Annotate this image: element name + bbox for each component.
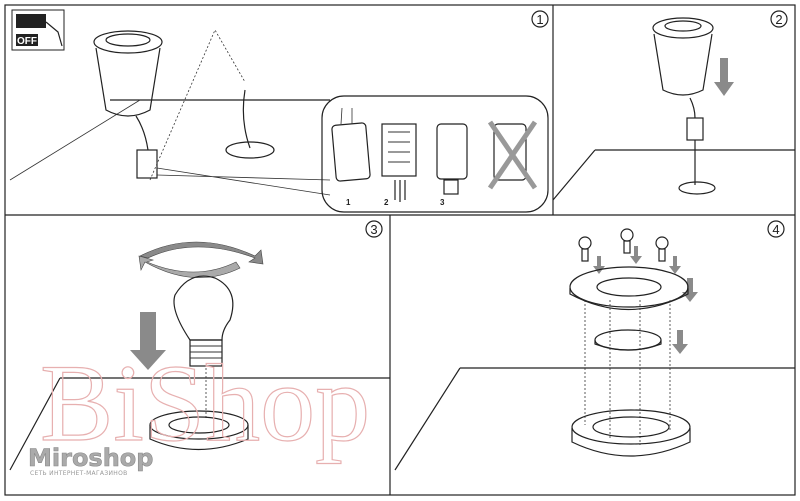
down-arrow-icons [593,246,698,354]
pointer-line [156,167,331,196]
floor-surface [9,99,330,181]
junction-box-callout: 1 2 3 [321,95,549,213]
lamp-ring [149,410,249,451]
ground-hole [225,89,275,159]
floor-surface [552,149,795,201]
screws [578,228,669,262]
logo-name: Miroshop [28,444,153,472]
step-number: 2 [775,12,782,27]
glass-disc [594,329,662,351]
light-bulb-icon [173,275,234,367]
step-1-number: 1 [531,10,549,28]
step-number: 1 [536,12,543,27]
rotate-arrow-icon [138,255,241,278]
step-3-number: 3 [365,220,383,238]
rotate-arrow-icon [139,241,264,265]
outer-frame [4,4,796,496]
step-number: 4 [772,222,779,237]
lamp-housing [93,30,163,179]
floor-surface [394,367,795,471]
sublabel: 3 [440,198,445,207]
power-off-icon: OFF [11,9,65,51]
cable-path [149,29,246,181]
cover-plate [569,266,689,311]
step-2-number: 2 [770,10,788,28]
junction-box-sealed [436,123,468,195]
logo-tagline: СЕТЬ ИНТЕРНЕТ-МАГАЗИНОВ [30,470,128,477]
junction-box-open [381,123,417,202]
sublabel: 1 [346,198,351,207]
step-4-number: 4 [767,220,785,238]
junction-box-wrong [487,120,538,190]
down-arrow-icon [130,312,166,370]
off-label: OFF [17,36,37,47]
sublabel: 2 [384,198,389,207]
lamp-ring [571,409,691,457]
alignment-lines [584,300,671,445]
lamp-housing [652,17,716,195]
watermark: BiShop [40,342,370,464]
junction-box-closed [331,107,371,182]
down-arrow-icon [714,58,734,96]
step-number: 3 [370,222,377,237]
floor-surface [9,377,390,471]
